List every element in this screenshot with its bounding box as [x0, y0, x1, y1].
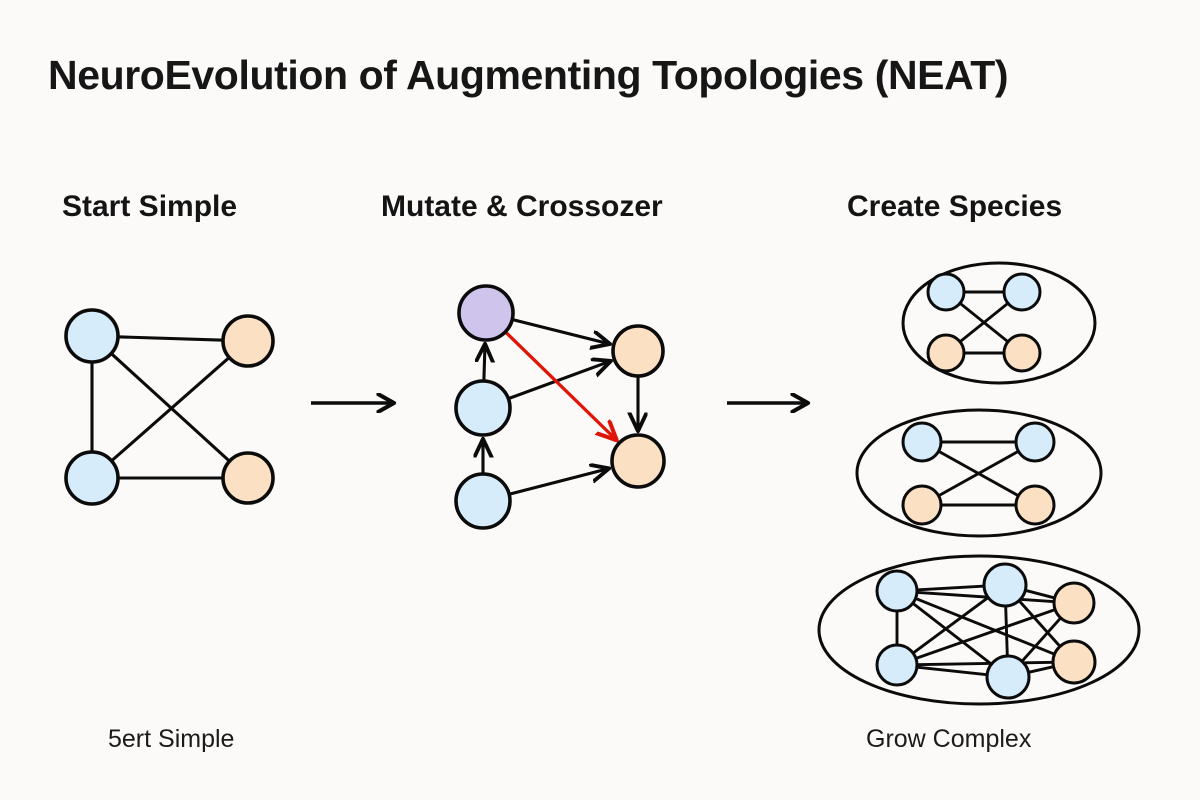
caption-grow-complex: Grow Complex [866, 725, 1032, 753]
network-node-new-node[interactable] [457, 284, 515, 342]
caption-start-simple: 5ert Simple [108, 725, 235, 753]
connection-in-bot-to-out-top [109, 355, 232, 464]
network-node-s3-f[interactable] [1051, 639, 1097, 685]
connection-s3-b-to-s3-c [1022, 588, 1058, 600]
stage-heading-create-species: Create Species [847, 190, 1063, 223]
connection-s3-c-to-s3-d [913, 607, 1058, 661]
page-title: NeuroEvolution of Augmenting Topologies … [48, 52, 1009, 98]
species-boundary-species-3 [817, 554, 1141, 706]
network-node-out-lower[interactable] [610, 433, 666, 489]
connection-s1-b-to-s1-c [957, 301, 1011, 344]
connection-s3-b-to-s3-f [1016, 598, 1063, 649]
connection-s3-d-to-s3-e [914, 665, 990, 677]
connection-s3-a-to-s3-c [914, 590, 1057, 604]
network-node-in-bot[interactable] [64, 450, 120, 506]
new-connection-new-node-to-out-lower [503, 330, 615, 440]
species-group-1[interactable] [901, 261, 1097, 385]
connection-s3-b-to-s3-d [910, 595, 991, 656]
network-node-out-upper[interactable] [611, 324, 665, 378]
connection-s3-e-to-s3-f [1026, 664, 1056, 675]
connection-s3-b-to-s3-e [1004, 603, 1009, 659]
stage-heading-mutate-crossover: Mutate & Crossozer [381, 190, 663, 223]
network-node-s1-c[interactable] [926, 333, 966, 373]
network-node-s1-a[interactable] [926, 272, 966, 312]
connection-hidden-a-to-new-node [484, 345, 485, 383]
species-group-2[interactable] [855, 408, 1103, 538]
network-node-out-top[interactable] [221, 314, 275, 368]
network-node-hidden-a[interactable] [454, 379, 512, 437]
network-node-s2-a[interactable] [901, 421, 943, 463]
network-node-out-bot[interactable] [221, 451, 275, 505]
connection-s2-b-to-s2-c [936, 449, 1021, 498]
connection-s3-d-to-s3-f [914, 660, 1056, 667]
species-boundary-species-2 [855, 408, 1103, 538]
connection-new-node-to-out-upper [510, 317, 609, 344]
network-node-s3-c[interactable] [1052, 581, 1096, 625]
network-node-s2-c[interactable] [901, 484, 943, 526]
network-node-in-top[interactable] [64, 308, 120, 364]
network-node-s2-b[interactable] [1014, 421, 1056, 463]
connection-s3-c-to-s3-e [1019, 615, 1063, 664]
connection-s3-a-to-s3-f [913, 596, 1057, 657]
network-node-s2-d[interactable] [1014, 484, 1056, 526]
network-node-s3-e[interactable] [985, 654, 1031, 700]
connection-s3-a-to-s3-e [910, 601, 994, 667]
connection-in-top-to-out-top [115, 335, 226, 342]
species-boundary-species-1 [901, 261, 1097, 385]
network-node-s3-b[interactable] [982, 562, 1028, 608]
network-node-s1-d[interactable] [1002, 333, 1042, 373]
network-node-s1-b[interactable] [1002, 272, 1042, 312]
connection-s3-a-to-s3-b [914, 584, 987, 592]
network-node-s3-d[interactable] [875, 643, 919, 687]
connection-hidden-a-to-out-upper [506, 361, 610, 401]
stage-heading-start-simple: Start Simple [62, 190, 238, 223]
network-node-hidden-b[interactable] [454, 472, 512, 530]
network-node-s3-a[interactable] [875, 569, 919, 613]
species-group-3[interactable] [817, 554, 1141, 706]
connection-hidden-b-to-out-lower [507, 469, 608, 496]
